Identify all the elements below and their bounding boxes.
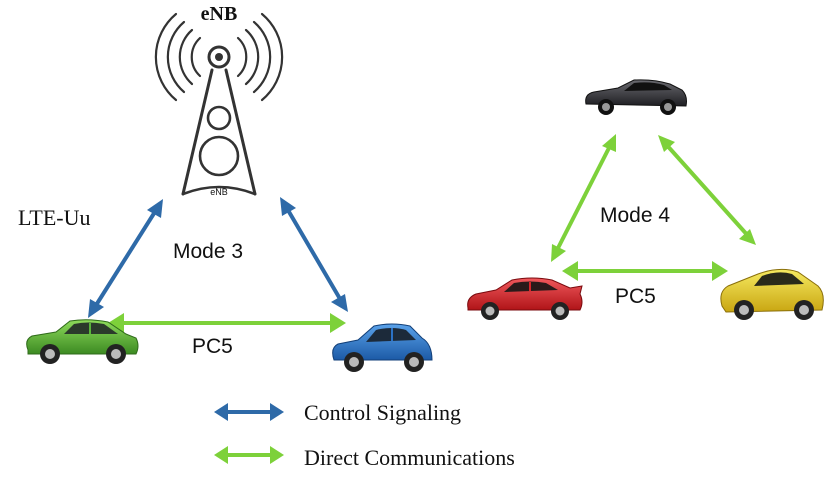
legend-direct-arrow-icon xyxy=(214,446,284,464)
uu-arrow-left xyxy=(88,199,163,318)
pc5-arrow-mode4-bottom xyxy=(562,261,728,281)
pc5-arrow-mode4-left xyxy=(551,134,616,262)
green-car-icon xyxy=(26,319,139,364)
yellow-car-icon xyxy=(720,268,824,320)
black-car-icon xyxy=(585,79,687,115)
enb-tower-icon xyxy=(154,12,284,196)
legend-direct-label: Direct Communications xyxy=(304,445,515,470)
uu-arrow-right xyxy=(280,197,348,312)
red-car-icon xyxy=(467,277,583,320)
legend-control-label: Control Signaling xyxy=(304,400,461,425)
enb-title: eNB xyxy=(201,3,238,25)
pc5-arrow-mode4-right xyxy=(658,135,756,245)
legend-control-arrow-icon xyxy=(214,403,284,421)
blue-car-icon xyxy=(332,323,433,372)
pc5-label-mode4: PC5 xyxy=(615,285,656,308)
legend: Control Signaling Direct Communications xyxy=(214,400,515,470)
signal-waves-icon xyxy=(154,12,284,102)
mode3-label: Mode 3 xyxy=(173,240,243,263)
lte-uu-label: LTE-Uu xyxy=(18,205,91,230)
pc5-arrow-mode3 xyxy=(108,313,346,333)
pc5-label-mode3: PC5 xyxy=(192,335,233,358)
enb-base-label: eNB xyxy=(210,187,228,197)
mode4-label: Mode 4 xyxy=(600,204,670,227)
